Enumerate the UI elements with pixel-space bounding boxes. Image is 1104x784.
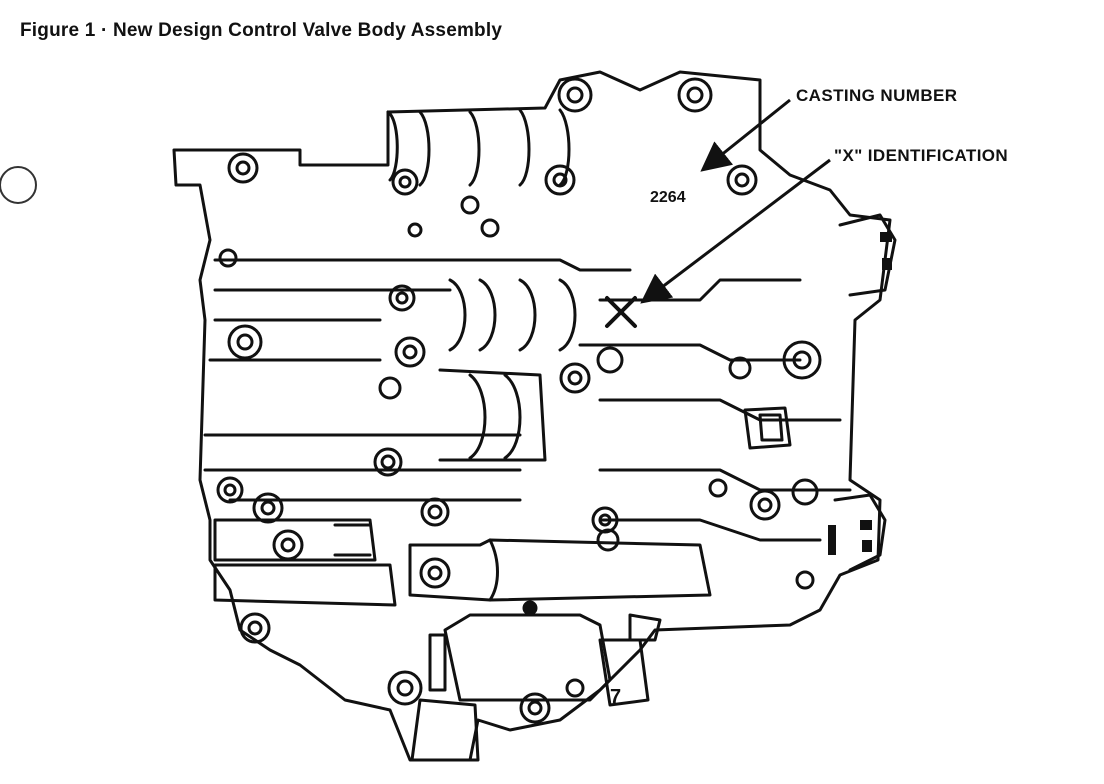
casting-number-arrow: [700, 98, 791, 172]
binder-hole: [0, 166, 37, 204]
x-identification-arrow: [640, 158, 831, 304]
x-identification-label: "X" IDENTIFICATION: [834, 146, 1009, 165]
figure-caption: Figure 1 · New Design Control Valve Body…: [20, 20, 503, 41]
valve-body-outline: [172, 70, 892, 762]
casting-number-label: CASTING NUMBER: [796, 86, 958, 105]
part-number-mark: 7: [610, 686, 621, 708]
casting-number-stamp: 2264: [650, 189, 686, 206]
